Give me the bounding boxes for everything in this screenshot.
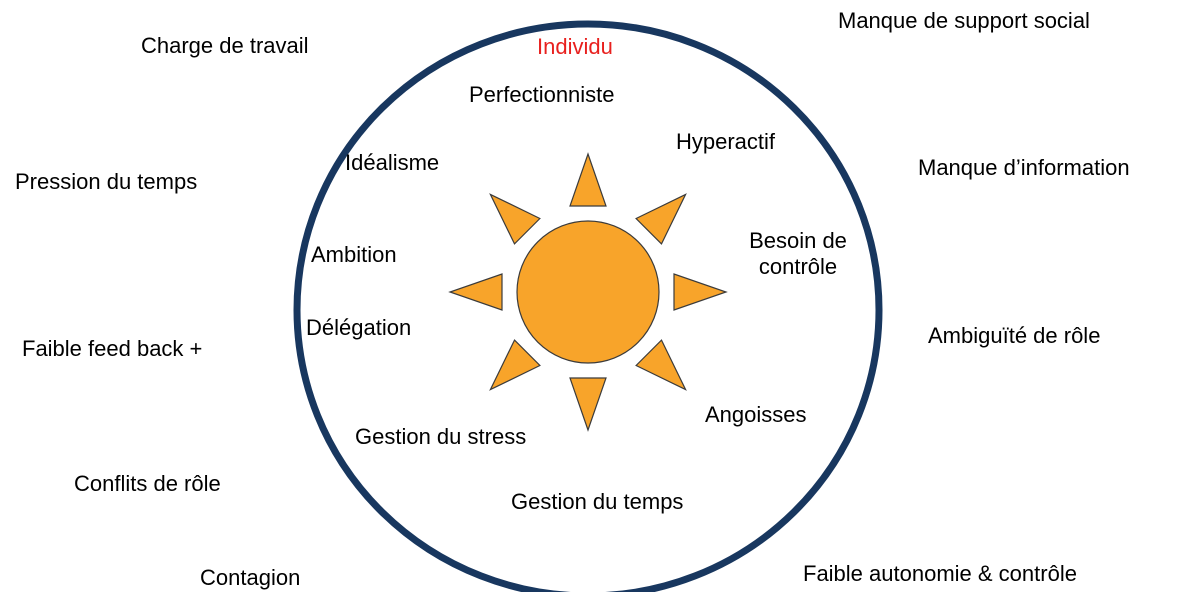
factor-angoisses: Angoisses (705, 402, 807, 427)
individual-title: Individu (537, 34, 613, 59)
sun-ray (635, 339, 687, 391)
factor-pression-du-temps: Pression du temps (15, 169, 198, 194)
factor-gestion-du-temps: Gestion du temps (511, 489, 684, 514)
factor-manque-d-information: Manque d’information (918, 155, 1130, 180)
factor-gestion-du-stress: Gestion du stress (355, 424, 527, 449)
sun-ray (569, 377, 607, 432)
factor-faible-feed-back: Faible feed back + (22, 336, 203, 361)
factor-hyperactif: Hyperactif (676, 129, 776, 154)
factor-idealisme: Idéalisme (345, 150, 440, 175)
factor-charge-de-travail: Charge de travail (141, 33, 309, 58)
factor-delegation: Délégation (306, 315, 412, 340)
sun-ray (448, 273, 503, 311)
sun-icon (448, 152, 728, 432)
factor-ambition: Ambition (311, 242, 397, 267)
factor-ambiguite-de-role: Ambiguïté de rôle (928, 323, 1101, 348)
individual-boundary-circle (293, 20, 883, 592)
sun-core (516, 220, 660, 364)
sun-ray (569, 152, 607, 207)
sun-ray (673, 273, 728, 311)
factor-conflits-de-role: Conflits de rôle (74, 471, 221, 496)
sun-ray (489, 193, 541, 245)
factor-perfectionniste: Perfectionniste (469, 82, 615, 107)
factor-manque-de-support-social: Manque de support social (838, 8, 1090, 33)
factor-contagion: Contagion (200, 565, 301, 590)
factor-besoin-de-controle: Besoin de contrôle (749, 228, 847, 279)
sun-rays (448, 152, 728, 432)
sun-ray (635, 193, 687, 245)
factor-faible-autonomie-controle: Faible autonomie & contrôle (803, 561, 1077, 586)
sun-ray (489, 339, 541, 391)
